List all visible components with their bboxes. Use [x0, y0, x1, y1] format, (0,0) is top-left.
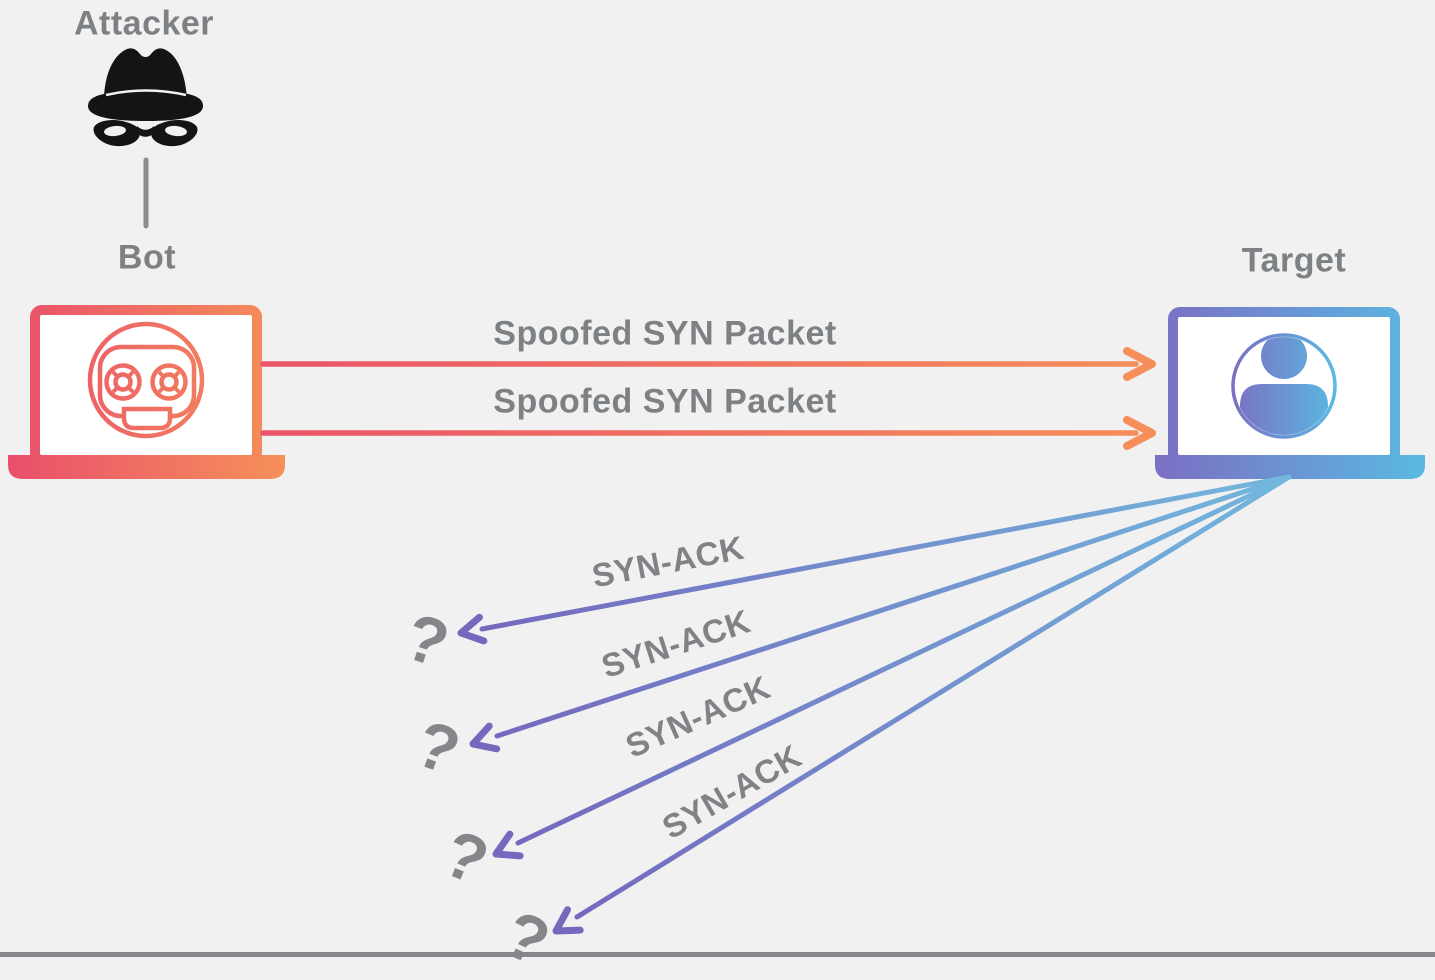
- arrowhead-left-icon: [492, 830, 524, 860]
- spy-incognito-icon: [88, 48, 203, 147]
- bot-laptop-icon: [8, 305, 285, 479]
- spoofed-syn-packet-label-2: Spoofed SYN Packet: [493, 382, 837, 421]
- attacker-label: Attacker: [73, 4, 215, 43]
- syn-ack-arrow-2: [469, 474, 1292, 753]
- diagram-graphics: [0, 48, 1435, 957]
- bot-label: Bot: [117, 238, 177, 277]
- arrowhead-left-icon: [552, 906, 584, 935]
- spoofed-syn-arrow-1: [260, 347, 1156, 381]
- ground-line: [0, 952, 1435, 957]
- target-label: Target: [1241, 241, 1347, 280]
- syn-ack-arrow-4: [552, 474, 1292, 935]
- arrowhead-right-icon: [1123, 347, 1156, 381]
- target-laptop-icon: [1155, 307, 1425, 479]
- spoofed-syn-packet-label-1: Spoofed SYN Packet: [493, 314, 837, 353]
- arrowhead-left-icon: [469, 722, 501, 753]
- arrowhead-left-icon: [457, 613, 488, 645]
- robot-face-icon: [87, 321, 205, 439]
- diagram-canvas: Attacker Bot Target Spoofed SYN Packet S…: [0, 4, 1435, 980]
- person-icon: [1231, 333, 1337, 439]
- arrowhead-right-icon: [1123, 416, 1156, 450]
- syn-ack-arrow-1: [457, 474, 1292, 645]
- syn-ack-arrow-3: [492, 474, 1292, 860]
- spoofed-syn-arrow-2: [260, 416, 1156, 450]
